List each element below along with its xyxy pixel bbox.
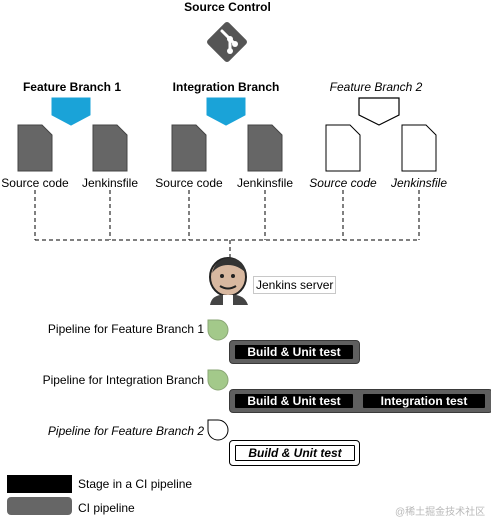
- file-label: Jenkinsfile: [81, 176, 139, 190]
- pipeline-label: Pipeline for Feature Branch 1: [47, 322, 204, 336]
- watermark: @稀土掘金技术社区: [395, 507, 486, 518]
- pipeline-label: Pipeline for Feature Branch 2: [47, 424, 204, 438]
- legend-pipeline-label: CI pipeline: [78, 501, 135, 515]
- legend-stage-label: Stage in a CI pipeline: [78, 477, 193, 491]
- branch-title-integration: Integration Branch: [172, 80, 280, 94]
- git-logo-icon: [207, 22, 247, 62]
- ci-pipeline-box: Build & Unit test: [229, 340, 360, 364]
- file-label: Source code: [309, 176, 377, 190]
- stage-build-unit-test: Build & Unit test: [235, 394, 353, 408]
- file-label: Source code: [155, 176, 223, 190]
- pipeline-dot: [207, 369, 229, 391]
- branch-title-feature-2: Feature Branch 2: [329, 80, 423, 94]
- branch-marker-integration: [206, 97, 246, 126]
- file-label: Jenkinsfile: [390, 176, 448, 190]
- legend-stage-swatch: [7, 475, 72, 493]
- jenkins-icon: [209, 257, 248, 305]
- file-label: Source code: [1, 176, 69, 190]
- stage-build-unit-test: Build & Unit test: [235, 345, 353, 359]
- file-label: Jenkinsfile: [236, 176, 294, 190]
- stage-build-unit-test: Build & Unit test: [235, 445, 355, 461]
- source-code-file-icon: [171, 124, 207, 172]
- branch-title-feature-1: Feature Branch 1: [22, 80, 122, 94]
- legend-pipeline-swatch: [7, 497, 72, 515]
- jenkinsfile-file-icon: [247, 124, 283, 172]
- ci-pipeline-box: Build & Unit test Integration test: [229, 389, 491, 413]
- ci-pipeline-box: Build & Unit test: [229, 440, 360, 466]
- pipeline-label: Pipeline for Integration Branch: [42, 373, 204, 387]
- diagram-title: Source Control: [184, 0, 271, 14]
- jenkins-server-label: Jenkins server: [253, 276, 337, 294]
- branch-marker-feature-1: [51, 97, 91, 126]
- jenkinsfile-file-icon: [92, 124, 128, 172]
- pipeline-dot: [207, 419, 229, 441]
- branch-marker-feature-2: [358, 97, 400, 126]
- stage-integration-test: Integration test: [363, 394, 485, 408]
- source-code-file-icon: [17, 124, 53, 172]
- jenkinsfile-file-icon: [401, 124, 437, 172]
- source-code-file-icon: [325, 124, 361, 172]
- pipeline-dot: [207, 319, 229, 341]
